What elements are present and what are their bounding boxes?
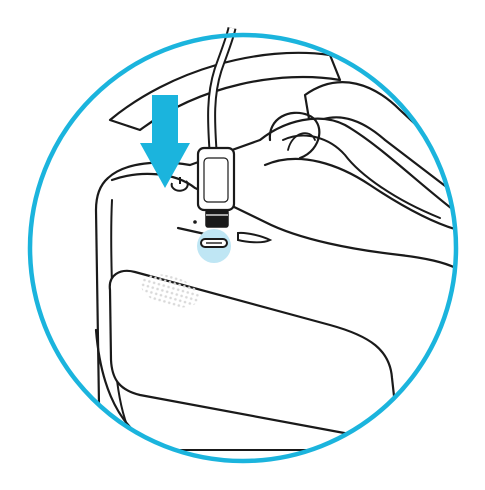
head-strap-back (110, 53, 340, 130)
indicator-dot (193, 220, 197, 224)
usb-c-cable-icon (198, 28, 234, 227)
